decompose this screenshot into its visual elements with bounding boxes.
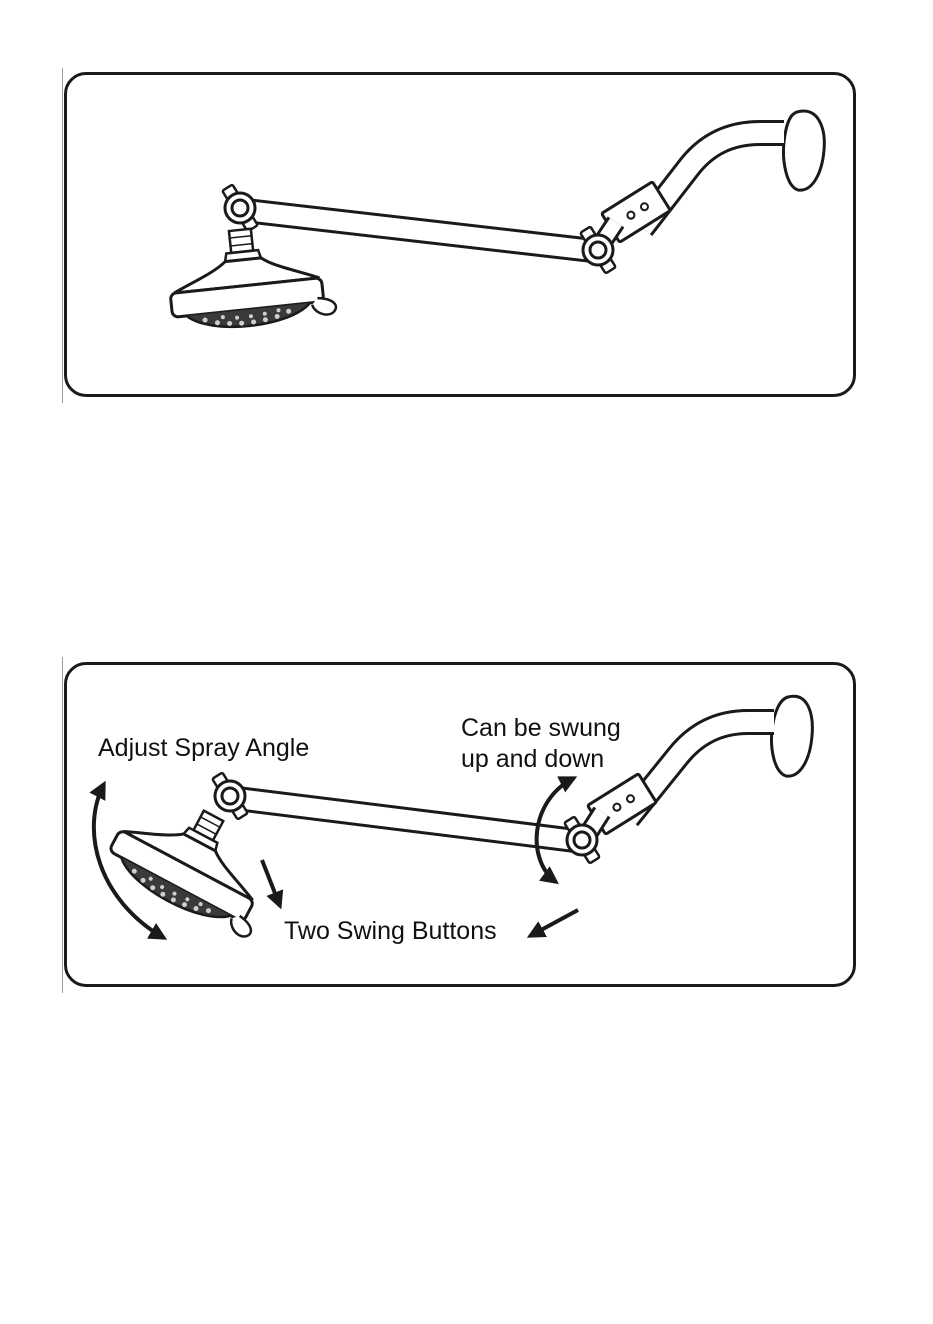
shower-arm-assembly-1 [164,111,824,334]
label-two-swing-buttons: Two Swing Buttons [284,916,497,947]
arrow-button-right [530,910,578,936]
label-can-be-swung: Can be swung up and down [461,713,621,775]
label-adjust-spray-angle: Adjust Spray Angle [98,733,309,764]
arrow-button-left [262,860,280,906]
